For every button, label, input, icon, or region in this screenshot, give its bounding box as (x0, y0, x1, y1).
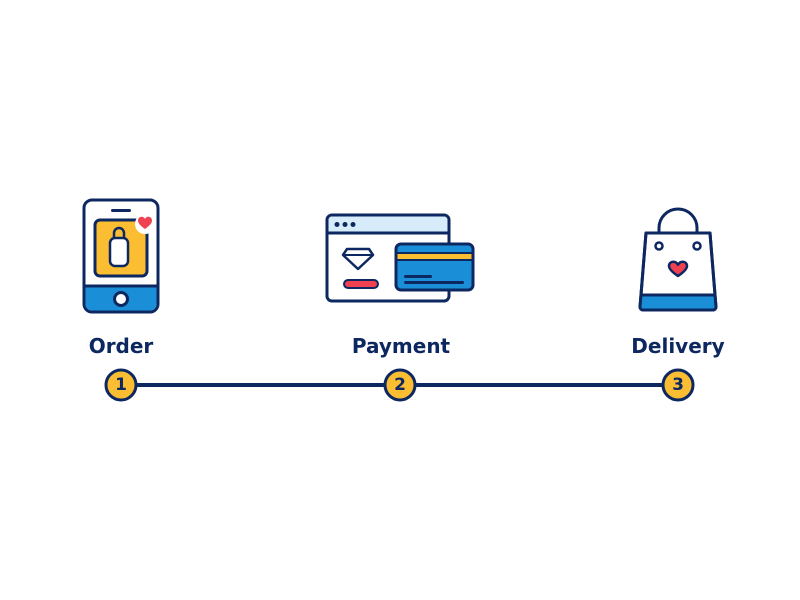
step-number-3: 3 (672, 375, 684, 395)
step-marker-1 (104, 368, 138, 402)
step-marker-2 (383, 368, 417, 402)
step-label-payment: Payment (351, 334, 451, 358)
shopping-bag-icon (636, 203, 720, 313)
step-marker-3 (661, 368, 695, 402)
step-number-2: 2 (394, 375, 406, 395)
step-label-delivery: Delivery (631, 334, 725, 358)
smartphone-shopping-icon (82, 198, 162, 316)
step-label-order: Order (88, 334, 154, 358)
credit-card-payment-icon (325, 213, 477, 305)
step-number-1: 1 (115, 375, 127, 395)
